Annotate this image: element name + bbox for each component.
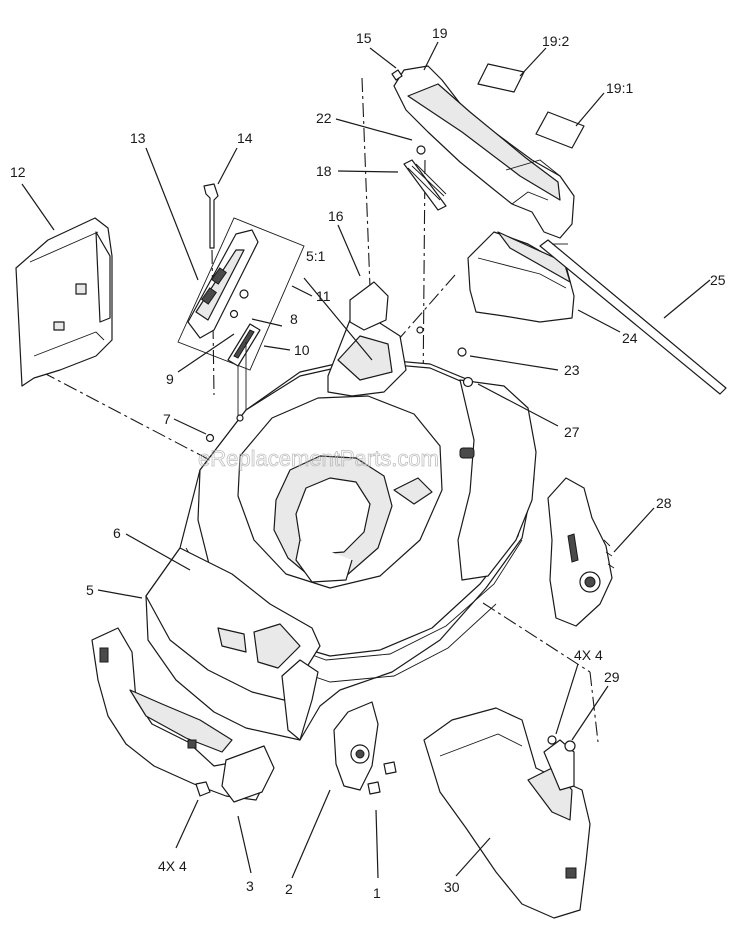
part-2-front-bracket	[333, 701, 397, 795]
part-30-skirt	[423, 707, 591, 919]
callout-19-1: 19:1	[606, 80, 633, 96]
callout-18: 18	[316, 163, 332, 179]
center-lines	[41, 77, 599, 743]
callout-22: 22	[316, 110, 332, 126]
callout-15: 15	[356, 30, 372, 46]
callout-30: 30	[444, 879, 460, 895]
part-25-rod	[539, 239, 727, 395]
part-18-spring	[403, 145, 447, 211]
callout-5-1: 5:1	[306, 248, 326, 264]
callout-23: 23	[564, 362, 580, 378]
callout-13: 13	[130, 130, 146, 146]
callout-2: 2	[285, 881, 293, 897]
decal-19-1	[535, 111, 585, 149]
part-19-handle-bracket	[391, 65, 575, 239]
callout-11: 11	[316, 288, 331, 304]
callout-19-2: 19:2	[542, 33, 569, 49]
callout-29: 29	[604, 669, 620, 685]
mower-deck	[145, 281, 537, 741]
callout-14: 14	[237, 130, 253, 146]
part-12-rear-flap	[15, 217, 113, 387]
callouts: 1 2 3 4X 4 5 5:1 6 7 8 9 10 11 12 13 14 …	[10, 25, 726, 901]
callout-6: 6	[113, 525, 121, 541]
decal-19-2	[477, 63, 525, 93]
callout-12: 12	[10, 164, 26, 180]
callout-24: 24	[622, 330, 638, 346]
callout-27: 27	[564, 424, 580, 440]
callout-8: 8	[290, 311, 298, 327]
callout-1: 1	[373, 885, 381, 901]
callout-7: 7	[163, 411, 171, 427]
callout-10: 10	[294, 342, 310, 358]
callout-19: 19	[432, 25, 448, 41]
part-13-height-adjuster	[177, 183, 305, 420]
callout-25: 25	[710, 272, 726, 288]
callout-4x4-left: 4X 4	[158, 858, 187, 874]
callout-3: 3	[246, 878, 254, 894]
callout-4x4-right: 4X 4	[574, 647, 603, 663]
part-24-cover	[467, 231, 575, 323]
callout-16: 16	[328, 208, 344, 224]
watermark-text: eReplacementParts.com	[198, 446, 439, 471]
callout-9: 9	[166, 371, 174, 387]
part-3-front-skid	[91, 627, 275, 803]
callout-28: 28	[656, 495, 672, 511]
callout-5: 5	[86, 582, 94, 598]
leader-lines	[21, 41, 711, 879]
part-28-wheel-bracket	[547, 477, 615, 627]
